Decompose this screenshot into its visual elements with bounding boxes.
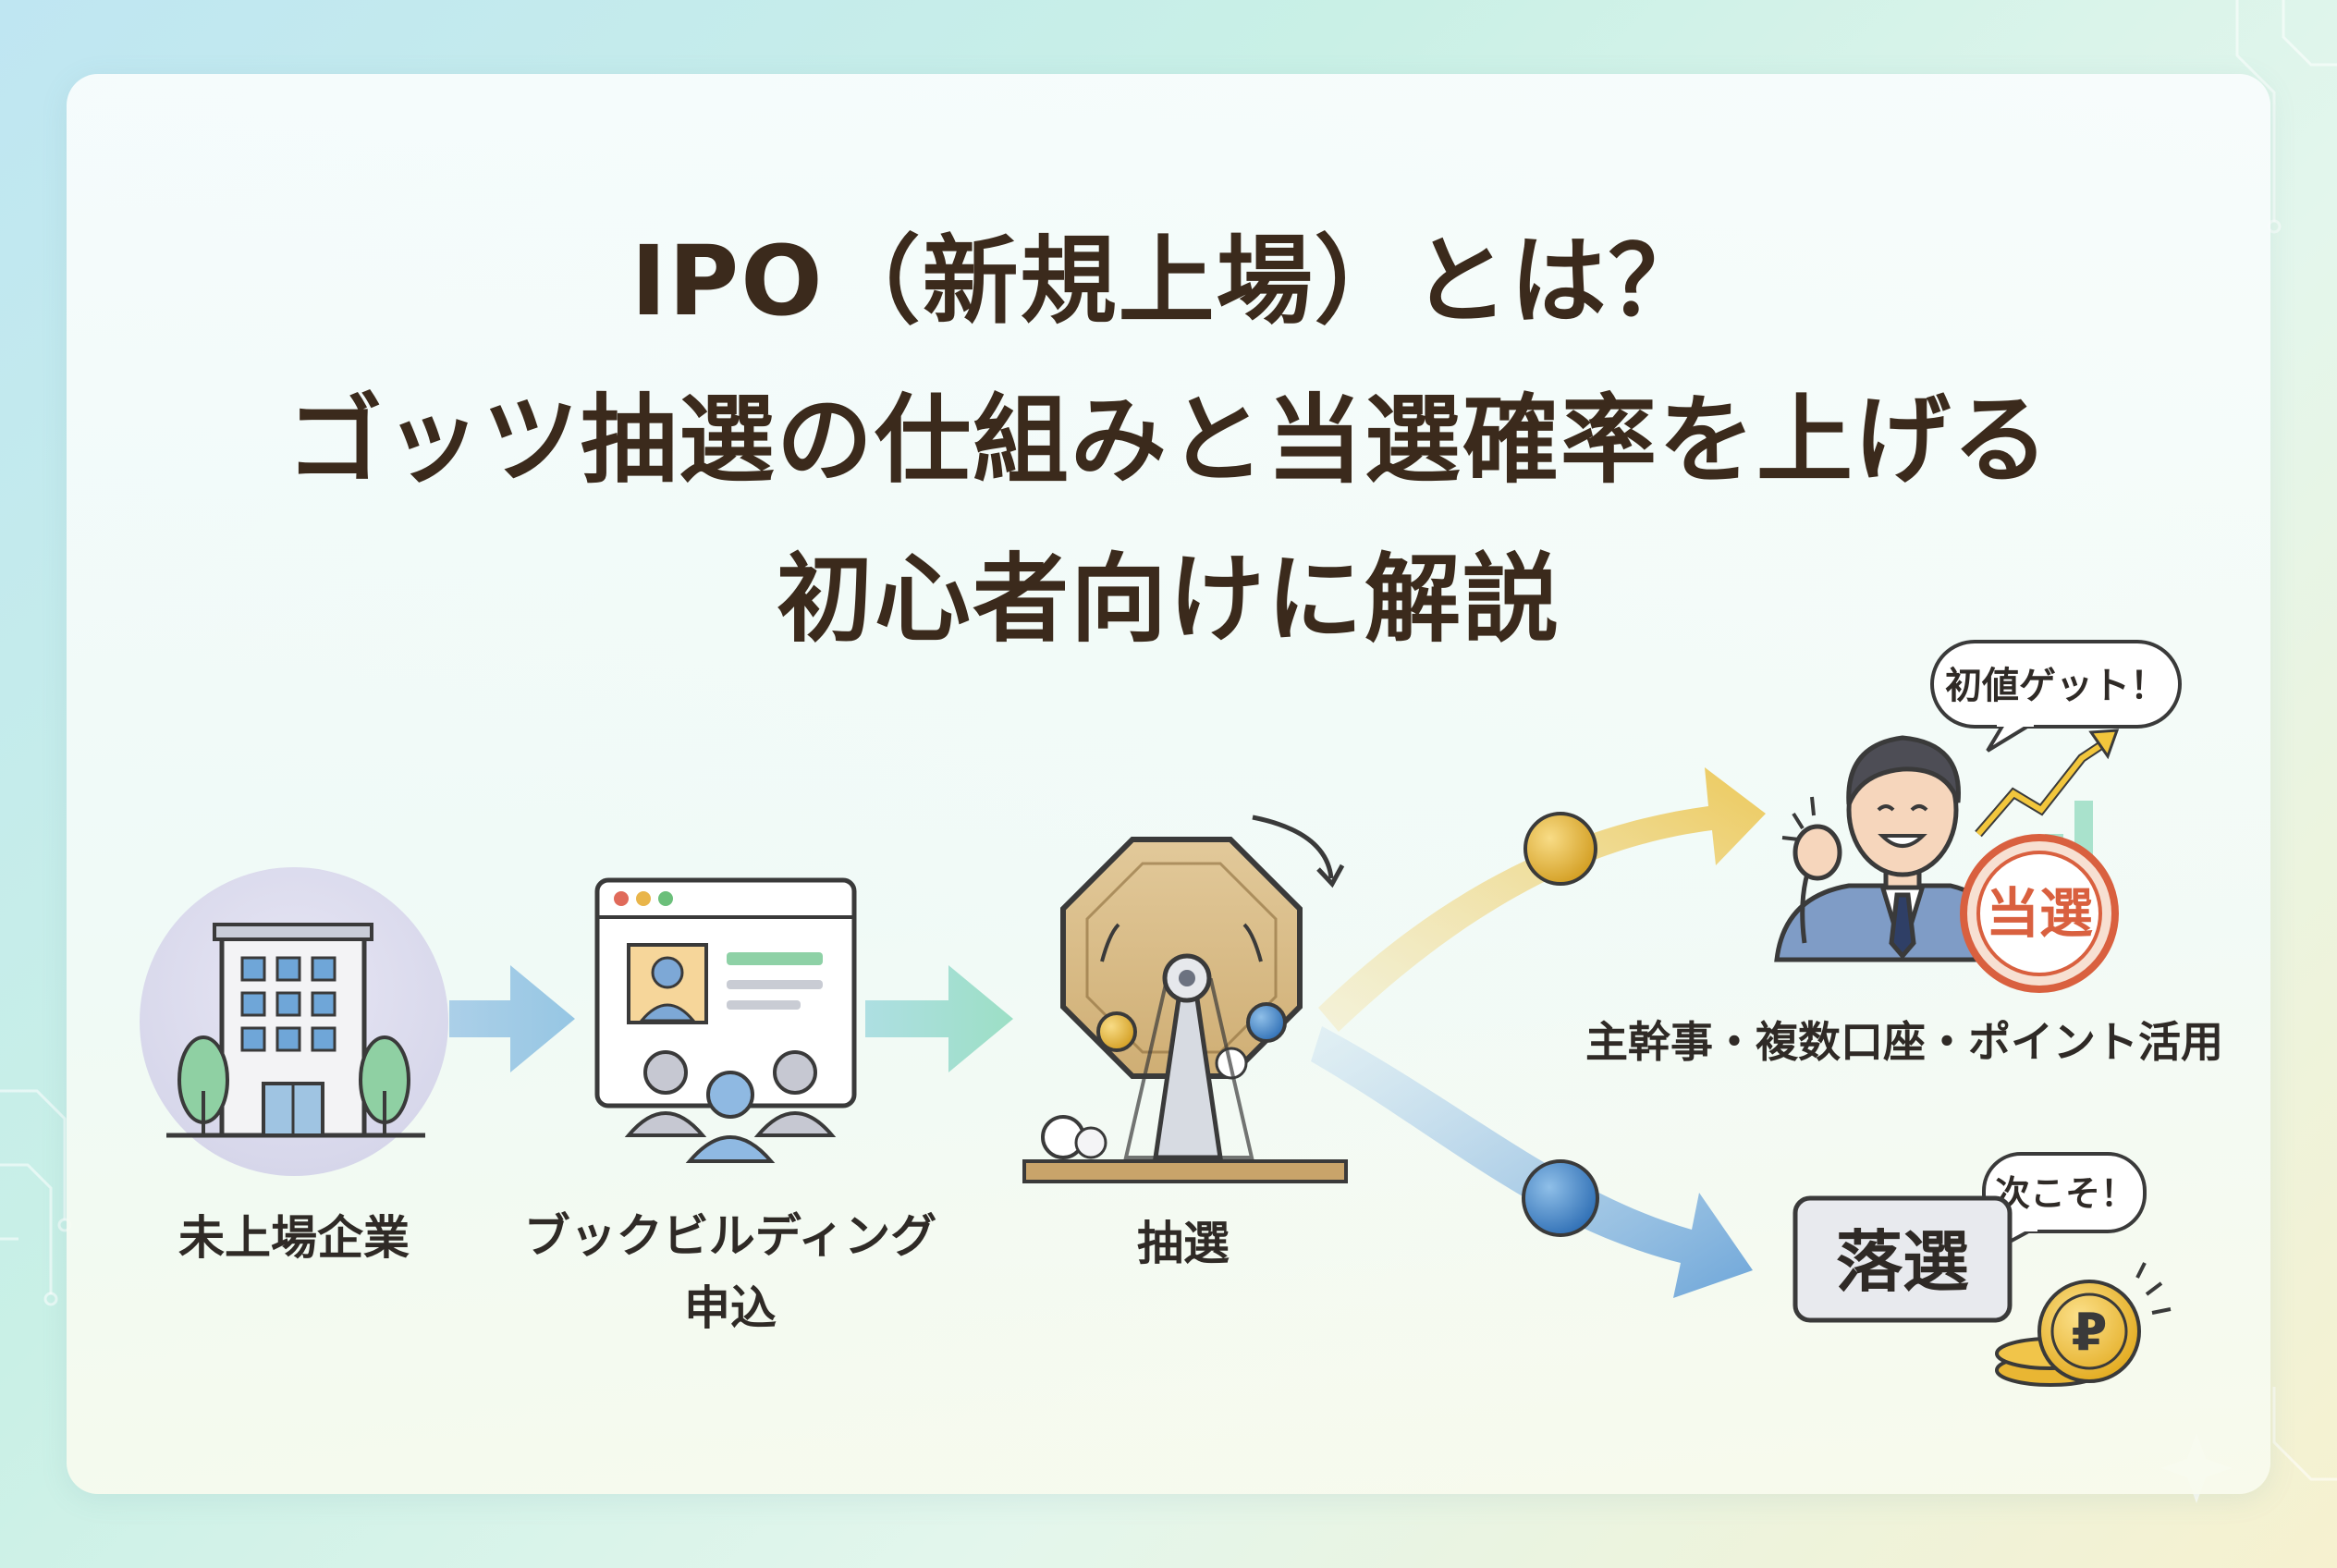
step-label-lottery: 抽選 [1091, 1207, 1276, 1280]
win-speech-bubble: 初値ゲット！ [1930, 640, 2182, 753]
flow-arrow-1 [449, 965, 575, 1072]
title-line-3: 初心者向けに解説 [776, 543, 1560, 655]
step-label-bookbuilding: ブックビルディング 申込 [499, 1200, 961, 1344]
company-label: 未上場企業 [178, 1211, 410, 1265]
lose-sign: 落選 [1793, 1195, 2013, 1323]
applicants-people-icon [624, 1050, 837, 1163]
company-building-icon [140, 867, 448, 1176]
step-label-company: 未上場企業 [155, 1202, 433, 1274]
lose-path-arrow [1311, 1026, 1753, 1298]
win-badge: 当選 [1960, 834, 2119, 993]
lose-bubble-text: 次こそ！ [1995, 1173, 2135, 1214]
coin-stack-icon: ₽ [1995, 1262, 2172, 1387]
bookbuilding-label-line-2: 申込 [684, 1281, 777, 1335]
bookbuilding-window-icon [594, 877, 857, 1109]
win-tips-text: 主幹事・複数口座・ポイント活用 [1585, 1017, 2223, 1067]
bookbuilding-label-line-1: ブックビルディング [523, 1209, 937, 1263]
coin-symbol: ₽ [2072, 1303, 2108, 1363]
flow-arrow-2 [865, 965, 1013, 1072]
win-tips-label: 主幹事・複数口座・ポイント活用 [1572, 1006, 2237, 1078]
gold-ball [1523, 812, 1597, 886]
title-line-1: IPO（新規上場）とは？ [630, 225, 1707, 337]
lottery-machine-icon [1022, 815, 1348, 1183]
win-path-arrow [1318, 767, 1766, 1032]
page-title: IPO（新規上場）とは？ ゴッツ抽選の仕組みと当選確率を上げる 初心者向けに解説 [0, 202, 2337, 679]
win-bubble-text: 初値ゲット！ [1945, 665, 2167, 707]
lottery-label: 抽選 [1137, 1217, 1230, 1270]
lose-sign-text: 落選 [1836, 1223, 1969, 1301]
win-badge-text: 当選 [1986, 882, 2093, 945]
businessman-icon [1774, 735, 2014, 962]
blue-ball [1522, 1159, 1599, 1237]
title-line-2: ゴッツ抽選の仕組みと当選確率を上げる [286, 384, 2050, 496]
lose-speech-bubble: 次こそ！ [1982, 1152, 2147, 1256]
